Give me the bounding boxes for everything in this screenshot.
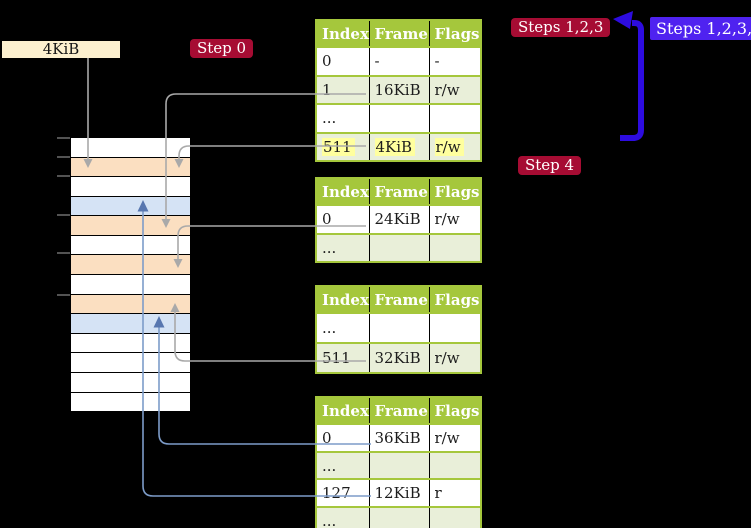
recursive-loop-arrow: [620, 20, 644, 141]
cell-frame: [368, 232, 429, 262]
column-header-index: Index: [316, 178, 369, 205]
table-row: 0 36KiB r/w: [316, 423, 481, 452]
cell-flags: r/w: [428, 342, 481, 373]
column-header-index: Index: [316, 397, 369, 424]
table-row: ...: [316, 312, 481, 343]
cell-flags: [428, 103, 481, 133]
table-header-row: Index Frame Flags: [316, 178, 481, 205]
column-header-flags: Flags: [428, 178, 481, 205]
memory-frame-table: [71, 156, 190, 177]
table-header-row: Index Frame Flags: [316, 20, 481, 47]
steps-1234-badge: Steps 1,2,3,4: [650, 17, 751, 40]
cell-flags: [428, 506, 481, 528]
memory-frame-empty: [71, 332, 190, 353]
table-row: ...: [316, 506, 481, 528]
table-row: ...: [316, 450, 481, 480]
column-header-frame: Frame: [368, 286, 429, 313]
memory-frame-empty: [71, 234, 190, 255]
cell-index: 1: [316, 74, 369, 104]
physical-memory-strip: [70, 137, 191, 412]
cell-flags: [428, 312, 481, 343]
cell-frame: [368, 506, 429, 528]
cell-flags: r/w: [428, 131, 481, 161]
table-row: ...: [316, 103, 481, 133]
table-row: 0 - -: [316, 46, 481, 76]
memory-frame-empty: [71, 274, 190, 294]
cell-index: 511: [316, 342, 369, 373]
cell-index: ...: [316, 103, 369, 133]
l3-page-table: Index Frame Flags 0 24KiB r/w ...: [315, 177, 482, 263]
column-header-index: Index: [316, 20, 369, 47]
memory-frame-table: [71, 215, 190, 235]
cell-frame: -: [368, 46, 429, 76]
memory-frame-table: [71, 254, 190, 275]
column-header-index: Index: [316, 286, 369, 313]
cell-flags: -: [428, 46, 481, 76]
cell-frame: [368, 450, 429, 480]
memory-frame-empty: [71, 391, 190, 412]
cell-index: ...: [316, 506, 369, 528]
table-row: 127 12KiB r: [316, 478, 481, 508]
column-header-flags: Flags: [428, 20, 481, 47]
cell-flags: r: [428, 478, 481, 508]
memory-frame-empty: [71, 138, 190, 157]
cell-index: 127: [316, 478, 369, 508]
table-header-row: Index Frame Flags: [316, 397, 481, 424]
l2-page-table: Index Frame Flags ... 511 32KiB r/w: [315, 285, 482, 374]
column-header-frame: Frame: [368, 178, 429, 205]
memory-frame-empty: [71, 176, 190, 196]
memory-frame-empty: [71, 371, 190, 392]
table-row: 511 32KiB r/w: [316, 342, 481, 373]
memory-frame-table: [71, 293, 190, 314]
recursive-loop-arrowhead-icon: [613, 11, 633, 29]
cell-flags: r/w: [428, 423, 481, 452]
cell-index: ...: [316, 450, 369, 480]
cell-index: 0: [316, 204, 369, 234]
column-header-frame: Frame: [368, 397, 429, 424]
table-row: 1 16KiB r/w: [316, 74, 481, 104]
cell-frame: 32KiB: [368, 342, 429, 373]
table-header-row: Index Frame Flags: [316, 286, 481, 313]
table-row: ...: [316, 232, 481, 262]
cell-frame: 24KiB: [368, 204, 429, 234]
step-4-badge: Step 4: [518, 156, 582, 175]
column-header-flags: Flags: [428, 397, 481, 424]
cell-index: ...: [316, 232, 369, 262]
steps-123-badge: Steps 1,2,3: [511, 18, 611, 37]
l1-page-table: Index Frame Flags 0 36KiB r/w ... 127 12…: [315, 396, 482, 528]
table-row: 0 24KiB r/w: [316, 204, 481, 234]
memory-frame-empty: [71, 352, 190, 372]
cell-flags: [428, 232, 481, 262]
cell-flags: r/w: [428, 74, 481, 104]
cell-frame: 4KiB: [368, 131, 429, 161]
cell-index: 0: [316, 423, 369, 452]
cell-frame: [368, 312, 429, 343]
column-header-frame: Frame: [368, 20, 429, 47]
cell-index: ...: [316, 312, 369, 343]
column-header-flags: Flags: [428, 286, 481, 313]
cell-frame: [368, 103, 429, 133]
cell-flags: r/w: [428, 204, 481, 234]
table-row-recursive-entry: 511 4KiB r/w: [316, 131, 481, 161]
cell-frame: 36KiB: [368, 423, 429, 452]
cell-frame: 16KiB: [368, 74, 429, 104]
memory-frame-page: [71, 313, 190, 333]
l4-page-table: Index Frame Flags 0 - - 1 16KiB r/w ... …: [315, 19, 482, 162]
cell-index: 0: [316, 46, 369, 76]
cell-flags: [428, 450, 481, 480]
cell-index: 511: [316, 131, 369, 161]
cell-frame: 12KiB: [368, 478, 429, 508]
memory-frame-page: [71, 195, 190, 216]
memory-tick-marks: [57, 137, 70, 296]
frame-address-label: 4KiB: [2, 41, 120, 58]
step-0-badge: Step 0: [190, 39, 254, 58]
